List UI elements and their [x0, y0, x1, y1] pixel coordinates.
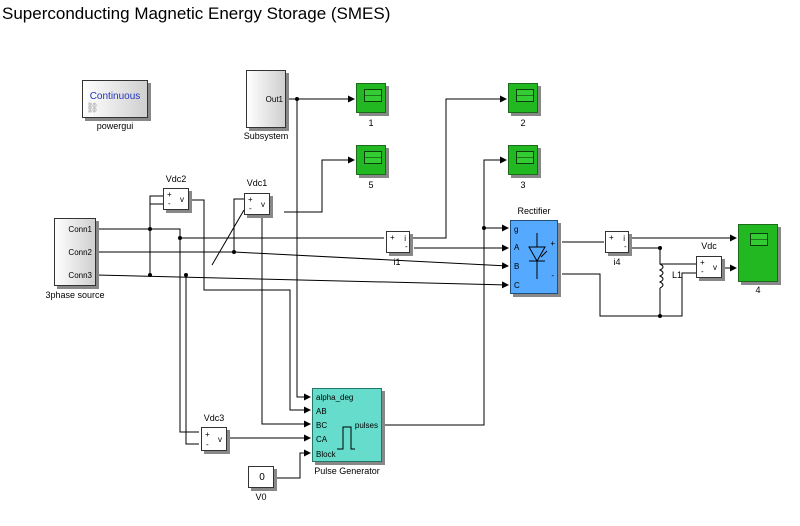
voltmeter-vdc1[interactable]: + - v	[244, 193, 270, 215]
pulse-in-block: Block	[316, 450, 336, 459]
minus-sign: -	[405, 242, 408, 251]
constant-label: V0	[255, 492, 267, 502]
voltmeter-vdc[interactable]: + - v	[696, 256, 722, 278]
plus-sign: +	[700, 258, 705, 267]
i1-label: i1	[393, 257, 401, 267]
rectifier-port-b: B	[514, 262, 520, 271]
conn1-port: Conn1	[68, 225, 92, 234]
three-phase-source-label: 3phase source	[45, 290, 105, 300]
minus-sign: -	[701, 267, 704, 276]
v-sign: v	[218, 435, 222, 444]
powergui-block[interactable]: Continuous ⛓	[82, 80, 148, 118]
vdc1-label: Vdc1	[246, 178, 268, 188]
scope-5[interactable]	[356, 145, 386, 175]
scope-2[interactable]	[508, 83, 538, 113]
scope-1-label: 1	[368, 118, 374, 128]
inductor-label: L1	[672, 270, 683, 280]
subsystem-block[interactable]: Out1	[246, 70, 286, 128]
rectifier-port-g: g	[514, 225, 519, 234]
i4-label: i4	[613, 257, 621, 267]
i-sign: i	[623, 234, 625, 243]
scope-2-label: 2	[520, 118, 526, 128]
ammeter-i1[interactable]: + - i	[386, 231, 410, 253]
plus-sign: +	[167, 190, 172, 199]
scope-screen-icon	[516, 151, 534, 164]
constant-value: 0	[259, 472, 265, 483]
rectifier-port-plus: +	[550, 239, 555, 248]
powergui-label: powergui	[96, 121, 134, 131]
vdc-label: Vdc	[701, 241, 717, 251]
scope-screen-icon	[364, 89, 382, 102]
vdc3-label: Vdc3	[203, 413, 225, 423]
scope-3[interactable]	[508, 145, 538, 175]
minus-sign: -	[206, 440, 209, 449]
pulse-in-ca: CA	[316, 435, 328, 444]
scope-screen-icon	[364, 151, 382, 164]
plus-sign: +	[390, 233, 395, 242]
scope-5-label: 5	[368, 180, 374, 190]
rectifier-port-c: C	[514, 281, 520, 290]
inductor-coil-icon[interactable]	[652, 262, 668, 290]
three-phase-source-block[interactable]: Conn1 Conn2 Conn3	[54, 218, 96, 286]
pulse-generator-label: Pulse Generator	[314, 466, 380, 476]
pulse-generator-block[interactable]: alpha_deg AB BC CA Block pulses	[312, 388, 382, 462]
plus-sign: +	[609, 233, 614, 242]
minus-sign: -	[168, 199, 171, 208]
v-sign: v	[713, 263, 717, 272]
voltmeter-vdc3[interactable]: + - v	[201, 427, 227, 451]
rectifier-label: Rectifier	[517, 206, 551, 216]
plus-sign: +	[248, 195, 253, 204]
ammeter-i4[interactable]: + - i	[605, 231, 629, 253]
rectifier-port-a: A	[514, 243, 520, 252]
diagram-title: Superconducting Magnetic Energy Storage …	[2, 4, 391, 23]
powergui-mode: Continuous	[89, 91, 141, 102]
pulse-in-alpha: alpha_deg	[316, 393, 354, 402]
constant-v0-block[interactable]: 0	[248, 466, 274, 488]
v-sign: v	[180, 195, 184, 204]
subsystem-out-port: Out1	[265, 95, 283, 104]
link-icon: ⛓	[86, 103, 99, 114]
rectifier-port-minus: -	[551, 271, 554, 280]
i-sign: i	[404, 234, 406, 243]
vdc2-label: Vdc2	[165, 174, 187, 184]
subsystem-label: Subsystem	[243, 131, 289, 141]
scope-3-label: 3	[520, 180, 526, 190]
v-sign: v	[261, 200, 265, 209]
pulse-in-bc: BC	[316, 421, 328, 430]
conn2-port: Conn2	[68, 248, 92, 257]
pulse-waveform-icon	[337, 426, 355, 450]
scope-screen-icon	[516, 89, 534, 102]
pulse-out: pulses	[354, 421, 378, 430]
minus-sign: -	[624, 242, 627, 251]
scope-screen-icon	[750, 233, 768, 246]
conn3-port: Conn3	[68, 271, 92, 280]
plus-sign: +	[205, 430, 210, 439]
voltmeter-vdc2[interactable]: + - v	[163, 188, 189, 210]
pulse-in-ab: AB	[316, 407, 327, 416]
thyristor-icon	[528, 233, 548, 279]
scope-4-label: 4	[755, 285, 761, 295]
minus-sign: -	[249, 204, 252, 213]
rectifier-block[interactable]: g A B C + -	[510, 220, 558, 294]
scope-4[interactable]	[738, 224, 778, 282]
scope-1[interactable]	[356, 83, 386, 113]
